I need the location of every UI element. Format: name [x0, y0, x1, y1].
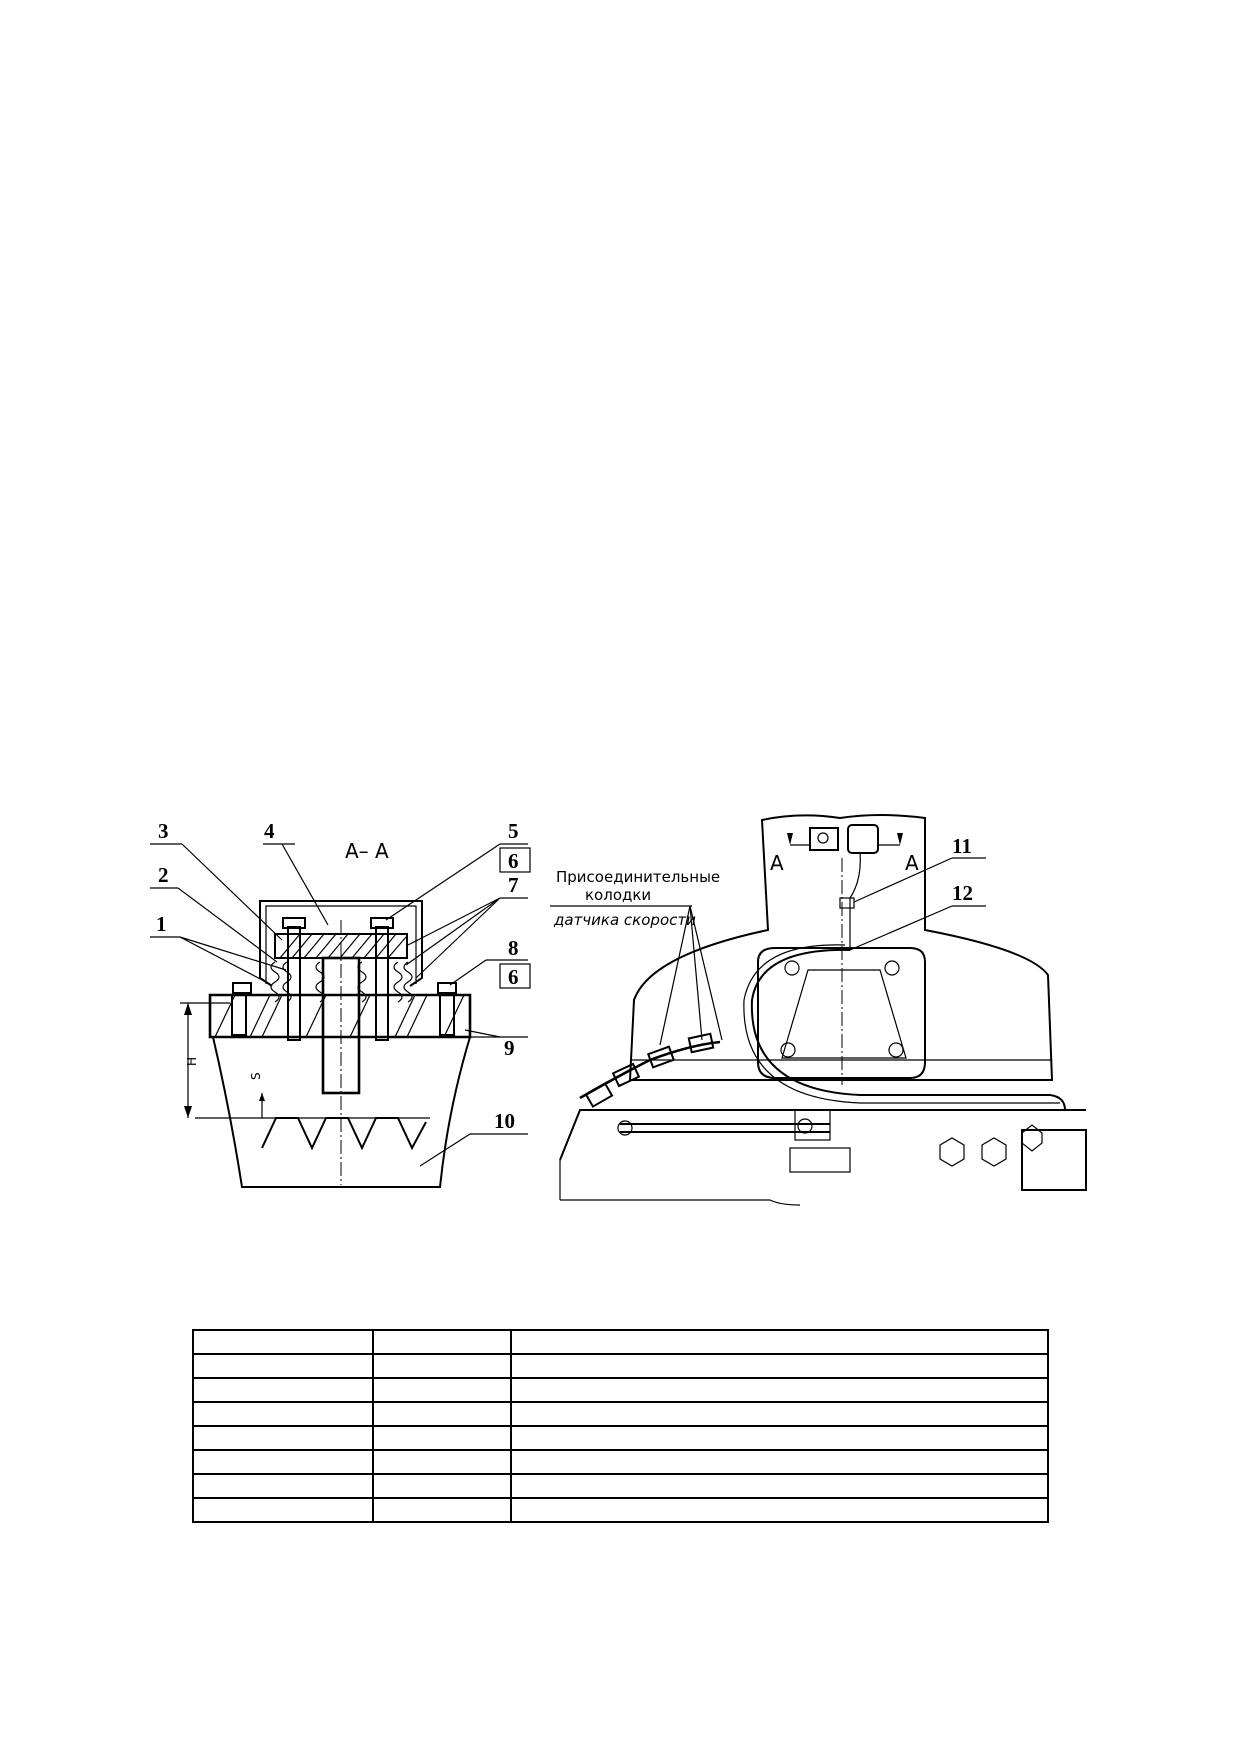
table-cell	[192, 1353, 374, 1379]
callout-6-bottom: 6	[508, 965, 519, 989]
callout-8: 8	[508, 936, 519, 960]
table-cell	[372, 1473, 512, 1499]
callout-12: 12	[952, 881, 973, 905]
table-cell	[510, 1401, 1049, 1427]
table-cell	[510, 1329, 1049, 1355]
table-cell	[372, 1449, 512, 1475]
table-cell	[372, 1425, 512, 1451]
view-mark-a-right: А	[905, 851, 919, 875]
parts-table-body	[192, 1329, 1049, 1523]
table-cell	[372, 1329, 512, 1355]
note-line-1: Присоединительные	[556, 868, 720, 886]
note-line-3: датчика скорости	[553, 911, 696, 929]
callout-5: 5	[508, 819, 519, 843]
section-label: А– А	[345, 839, 389, 863]
callout-3: 3	[158, 819, 169, 843]
table-cell	[510, 1353, 1049, 1379]
table-cell	[192, 1473, 374, 1499]
callout-6-top: 6	[508, 849, 519, 873]
note-line-2: колодки	[585, 886, 651, 904]
callout-9: 9	[504, 1036, 515, 1060]
section-view-a-a: А– А	[150, 819, 531, 1188]
table-cell	[192, 1497, 374, 1523]
table-row	[192, 1425, 1049, 1451]
callout-7: 7	[508, 873, 519, 897]
table-cell	[192, 1377, 374, 1403]
table-row	[192, 1401, 1049, 1427]
callout-10: 10	[494, 1109, 515, 1133]
table-row	[192, 1353, 1049, 1379]
table-cell	[510, 1449, 1049, 1475]
table-cell	[192, 1449, 374, 1475]
table-cell	[372, 1497, 512, 1523]
technical-drawing: А– А	[150, 814, 1087, 1206]
table-cell	[510, 1473, 1049, 1499]
table-cell	[510, 1425, 1049, 1451]
table-cell	[510, 1377, 1049, 1403]
parts-table	[192, 1329, 1049, 1523]
table-row	[192, 1473, 1049, 1499]
table-cell	[192, 1329, 374, 1355]
table-row	[192, 1449, 1049, 1475]
table-cell	[372, 1377, 512, 1403]
table-cell	[372, 1401, 512, 1427]
dimension-s-label: S	[249, 1072, 263, 1080]
view-mark-a-left: А	[770, 851, 784, 875]
table-cell	[192, 1401, 374, 1427]
table-row	[192, 1497, 1049, 1523]
installation-view: А А Присоединительные колодки д	[550, 814, 1087, 1206]
table-cell	[372, 1353, 512, 1379]
dimension-h-label: Н	[185, 1057, 199, 1066]
table-row	[192, 1377, 1049, 1403]
table-cell	[510, 1497, 1049, 1523]
callout-4: 4	[264, 819, 275, 843]
callout-1: 1	[156, 912, 167, 936]
table-row	[192, 1329, 1049, 1355]
callout-2: 2	[158, 863, 169, 887]
table-cell	[192, 1425, 374, 1451]
callout-11: 11	[952, 834, 972, 858]
